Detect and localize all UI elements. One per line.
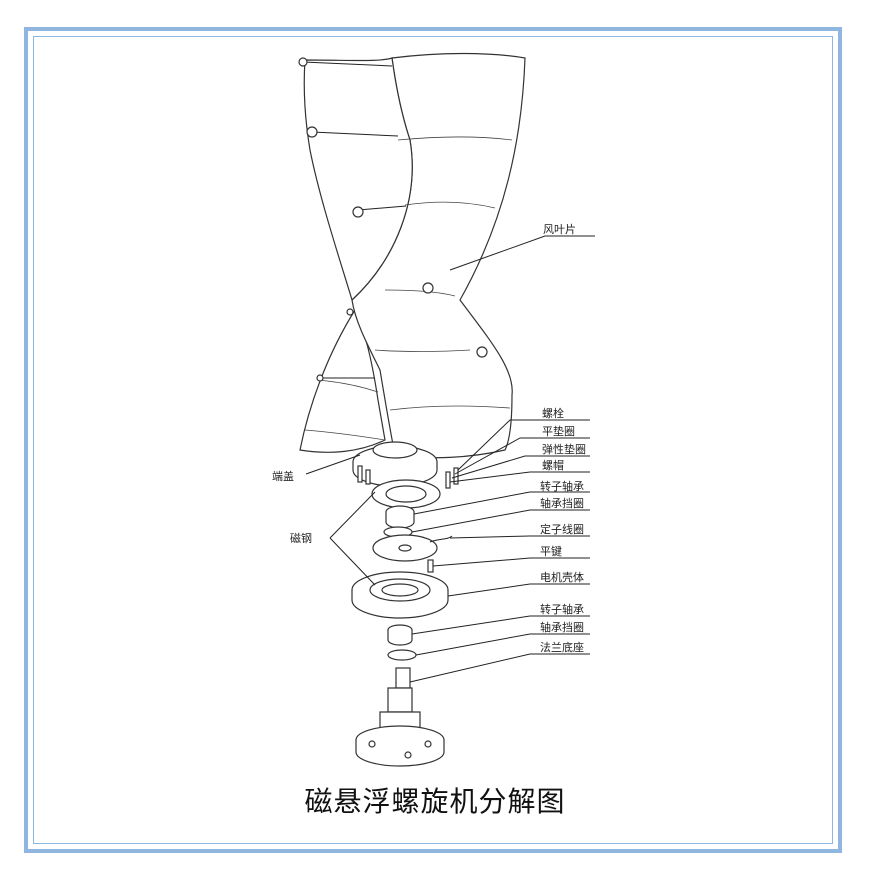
label-end-cover: 端盖 bbox=[272, 469, 294, 483]
label-motor-housing: 电机壳体 bbox=[540, 570, 584, 584]
label-rotor-bearing-2: 转子轴承 bbox=[540, 602, 584, 616]
label-stator-coil: 定子线圈 bbox=[540, 522, 584, 536]
label-flat-washer: 平垫圈 bbox=[542, 424, 575, 438]
label-flat-key: 平键 bbox=[540, 544, 562, 558]
label-bearing-ring-1: 轴承挡圈 bbox=[540, 496, 584, 510]
label-blade: 风叶片 bbox=[543, 223, 576, 236]
bearing-ring-2 bbox=[387, 649, 417, 661]
label-nut: 螺帽 bbox=[542, 459, 564, 472]
label-spring-washer: 弹性垫圈 bbox=[542, 442, 586, 456]
label-rotor-bearing-1: 转子轴承 bbox=[540, 479, 584, 493]
stator-coil bbox=[372, 534, 453, 562]
helical-blades bbox=[298, 52, 526, 459]
outer-border bbox=[24, 27, 842, 853]
label-flange-base: 法兰底座 bbox=[540, 640, 584, 654]
flat-key bbox=[427, 559, 434, 573]
diagram-caption: 磁悬浮螺旋机分解图 bbox=[304, 785, 566, 818]
label-bearing-ring-2: 轴承挡圈 bbox=[540, 620, 584, 634]
label-bolt: 螺栓 bbox=[542, 406, 564, 420]
motor-housing bbox=[351, 571, 449, 619]
leader-lines bbox=[305, 235, 595, 683]
rotor-bearing-1 bbox=[385, 505, 415, 529]
inner-border bbox=[33, 36, 833, 844]
flange-base bbox=[355, 667, 445, 767]
rotor-bearing-2 bbox=[387, 624, 413, 646]
label-magnet: 磁钢 bbox=[290, 532, 312, 545]
magnet-ring-top bbox=[371, 479, 441, 509]
